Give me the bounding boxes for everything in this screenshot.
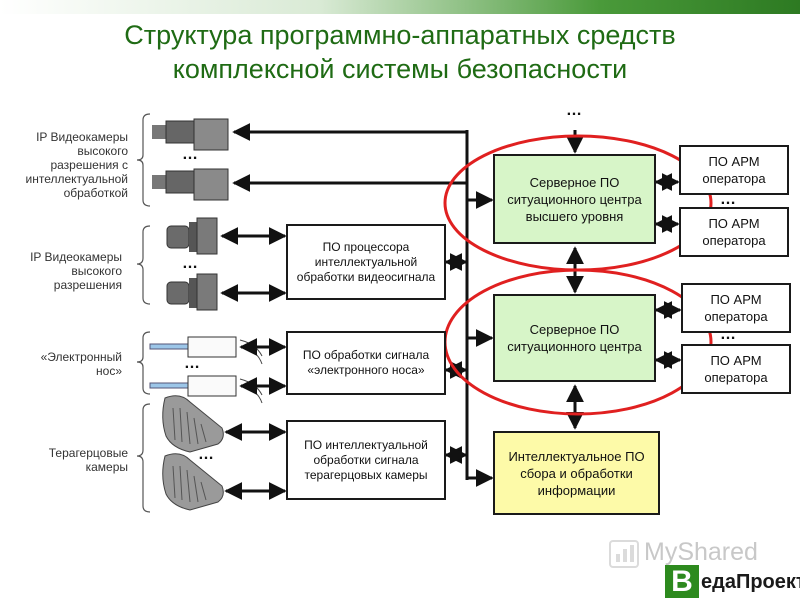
brace-group-3 xyxy=(136,331,151,395)
vedaproekt-logo: В едаПроект xyxy=(665,565,800,598)
thz-processor-box: ПО интеллектуальной обработки сигнала те… xyxy=(286,420,446,500)
logo-text: едаПроект xyxy=(701,571,800,593)
label-enose: «Электронный нос» xyxy=(40,350,122,378)
page-title: Структура программно-аппаратных средств … xyxy=(0,18,800,86)
enose-sensor-1 xyxy=(149,336,263,365)
ellipsis-cameras-1: … xyxy=(182,146,199,163)
brace-group-1 xyxy=(136,113,151,207)
arm-operator-box-4: ПО АРМ оператора xyxy=(681,344,791,394)
ellipsis-top: … xyxy=(566,102,583,119)
thz-camera-2 xyxy=(162,453,224,511)
ellipsis-cameras-2: … xyxy=(182,255,199,272)
watermark-text: MyShared xyxy=(644,538,758,566)
server-situation-center-box: Серверное ПО ситуационного центра xyxy=(493,294,656,382)
camera-2 xyxy=(152,168,229,201)
title-line-1: Структура программно-аппаратных средств xyxy=(124,20,676,50)
ellipsis-thz: … xyxy=(198,446,215,463)
label-thz: Терагерцовые камеры xyxy=(48,446,128,474)
top-gradient-bar xyxy=(0,0,800,14)
ellipsis-enose: … xyxy=(184,355,201,372)
arm-operator-box-2: ПО АРМ оператора xyxy=(679,207,789,257)
watermark-icon xyxy=(609,540,639,568)
camera-3 xyxy=(166,217,218,255)
server-top-level-box: Серверное ПО ситуационного центра высшег… xyxy=(493,154,656,244)
camera-4 xyxy=(166,273,218,311)
video-processor-box: ПО процессора интеллектуальной обработки… xyxy=(286,224,446,300)
title-line-2: комплексной системы безопасности xyxy=(172,54,628,84)
arm-operator-box-1: ПО АРМ оператора xyxy=(679,145,789,195)
enose-processor-box: ПО обработки сигнала «электронного носа» xyxy=(286,331,446,395)
thz-camera-1 xyxy=(162,395,224,453)
brace-group-2 xyxy=(136,225,151,305)
brace-group-4 xyxy=(136,403,151,513)
camera-1 xyxy=(152,118,229,151)
arm-operator-box-3: ПО АРМ оператора xyxy=(681,283,791,333)
label-ip-cameras: IP Видеокамеры высокого разрешения xyxy=(30,250,122,292)
label-ip-cameras-intel: IP Видеокамеры высокого разрешения с инт… xyxy=(25,130,128,200)
intel-collection-box: Интеллектуальное ПО сбора и обработки ин… xyxy=(493,431,660,515)
ellipsis-arm-1: … xyxy=(720,191,737,208)
logo-letter: В xyxy=(665,565,699,598)
